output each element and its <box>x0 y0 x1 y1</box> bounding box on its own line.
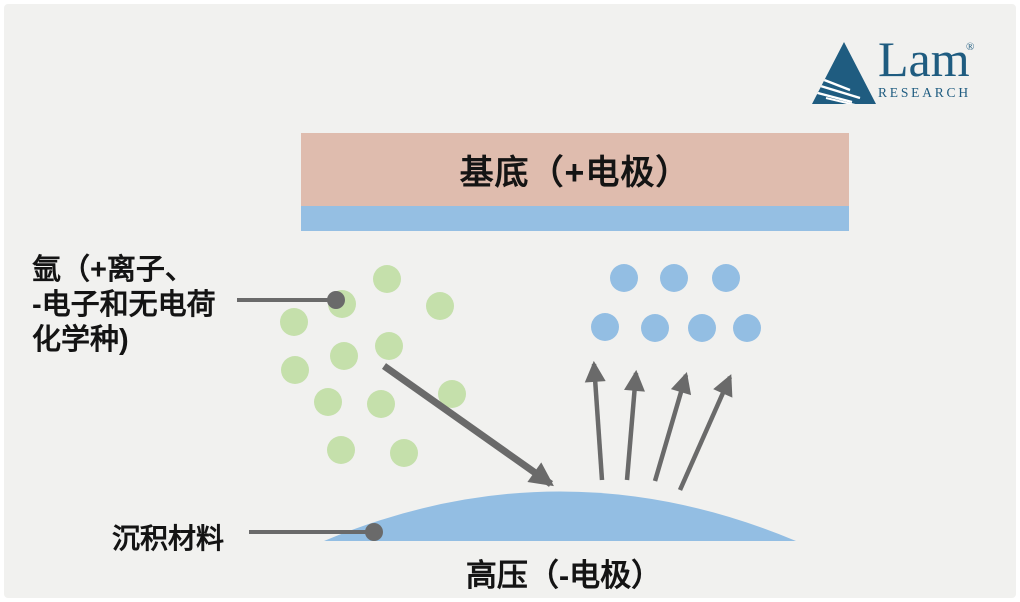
sputter-arrow-2 <box>624 369 645 481</box>
blue-particle <box>712 264 740 292</box>
argon-label-line2: -电子和无电荷 <box>32 289 216 321</box>
substrate-bar: 基底（+电极） <box>301 133 849 206</box>
sputter-arrow-3 <box>652 371 692 482</box>
substrate-electrode-strip <box>301 206 849 231</box>
leader-anchor-dot-2 <box>365 523 383 541</box>
green-particle <box>327 436 355 464</box>
green-particle <box>281 356 309 384</box>
blue-particle <box>591 313 619 341</box>
blue-particle <box>660 264 688 292</box>
cathode-label: 高压（-电极） <box>465 558 663 593</box>
green-particle <box>330 342 358 370</box>
leader-anchor-dot-1 <box>327 291 345 309</box>
sputter-arrow-1 <box>584 360 606 481</box>
deposited-material-label: 沉积材料 <box>112 523 225 554</box>
green-particle <box>367 390 395 418</box>
green-particle <box>280 308 308 336</box>
argon-label-line1: 氩（+离子、 <box>32 254 194 286</box>
logo-research-text: RESEARCH <box>878 85 971 100</box>
ion-impact-arrow <box>381 363 554 487</box>
deposited-material-dome <box>324 491 796 541</box>
diagram-drawing-layer <box>237 264 796 541</box>
blue-particle <box>688 314 716 342</box>
green-particle <box>438 380 466 408</box>
green-particle <box>373 265 401 293</box>
green-particle <box>375 332 403 360</box>
blue-particle <box>641 314 669 342</box>
substrate-label: 基底（+电极） <box>459 154 691 192</box>
leader-line-group <box>237 291 383 541</box>
arrow-group <box>381 360 733 491</box>
logo-wordmark: Lam <box>878 38 970 87</box>
argon-plasma-particle-group <box>280 265 466 467</box>
green-particle <box>314 388 342 416</box>
sputtered-material-particle-group <box>591 264 761 342</box>
green-particle <box>390 439 418 467</box>
logo-registered-mark: ® <box>966 41 974 53</box>
sputter-arrow-4 <box>677 374 733 491</box>
green-particle <box>426 292 454 320</box>
blue-particle <box>733 314 761 342</box>
argon-label-line3: 化学种) <box>32 324 129 356</box>
blue-particle <box>610 264 638 292</box>
argon-label: 氩（+离子、 -电子和无电荷 化学种) <box>32 253 302 358</box>
lam-research-logo: Lam ® RESEARCH <box>812 38 974 104</box>
